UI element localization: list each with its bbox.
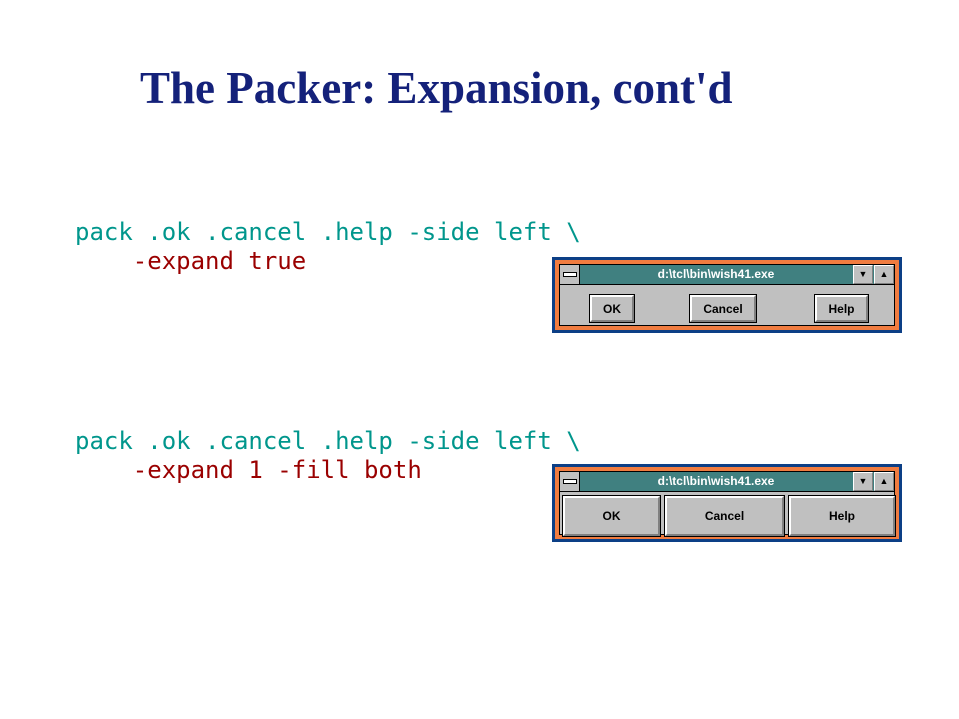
- title-bar[interactable]: d:\tcl\bin\wish41.exe ▼ ▲: [560, 265, 894, 285]
- window-expand-true: d:\tcl\bin\wish41.exe ▼ ▲ OK Cancel Help: [552, 257, 902, 333]
- window-title: d:\tcl\bin\wish41.exe: [657, 267, 775, 281]
- minimize-icon[interactable]: ▼: [853, 265, 873, 284]
- slide-title: The Packer: Expansion, cont'd: [140, 63, 733, 113]
- title-bar[interactable]: d:\tcl\bin\wish41.exe ▼ ▲: [560, 472, 894, 492]
- window-expand-fill: d:\tcl\bin\wish41.exe ▼ ▲ OK Cancel Help: [552, 464, 902, 542]
- cancel-button[interactable]: Cancel: [665, 496, 784, 536]
- ok-button[interactable]: OK: [563, 496, 660, 536]
- maximize-icon[interactable]: ▲: [874, 265, 894, 284]
- minimize-icon[interactable]: ▼: [853, 472, 873, 491]
- maximize-icon[interactable]: ▲: [874, 472, 894, 491]
- help-button[interactable]: Help: [815, 295, 868, 322]
- system-menu-icon[interactable]: [560, 472, 580, 491]
- cancel-button[interactable]: Cancel: [690, 295, 756, 322]
- code-line-2a: pack .ok .cancel .help -side left \: [75, 427, 581, 455]
- code-line-2b: -expand 1 -fill both: [75, 456, 422, 484]
- help-button[interactable]: Help: [789, 496, 895, 536]
- ok-button[interactable]: OK: [590, 295, 634, 322]
- window-title: d:\tcl\bin\wish41.exe: [657, 474, 775, 488]
- code-line-1a: pack .ok .cancel .help -side left \: [75, 218, 581, 246]
- system-menu-icon[interactable]: [560, 265, 580, 284]
- code-line-1b: -expand true: [75, 247, 307, 275]
